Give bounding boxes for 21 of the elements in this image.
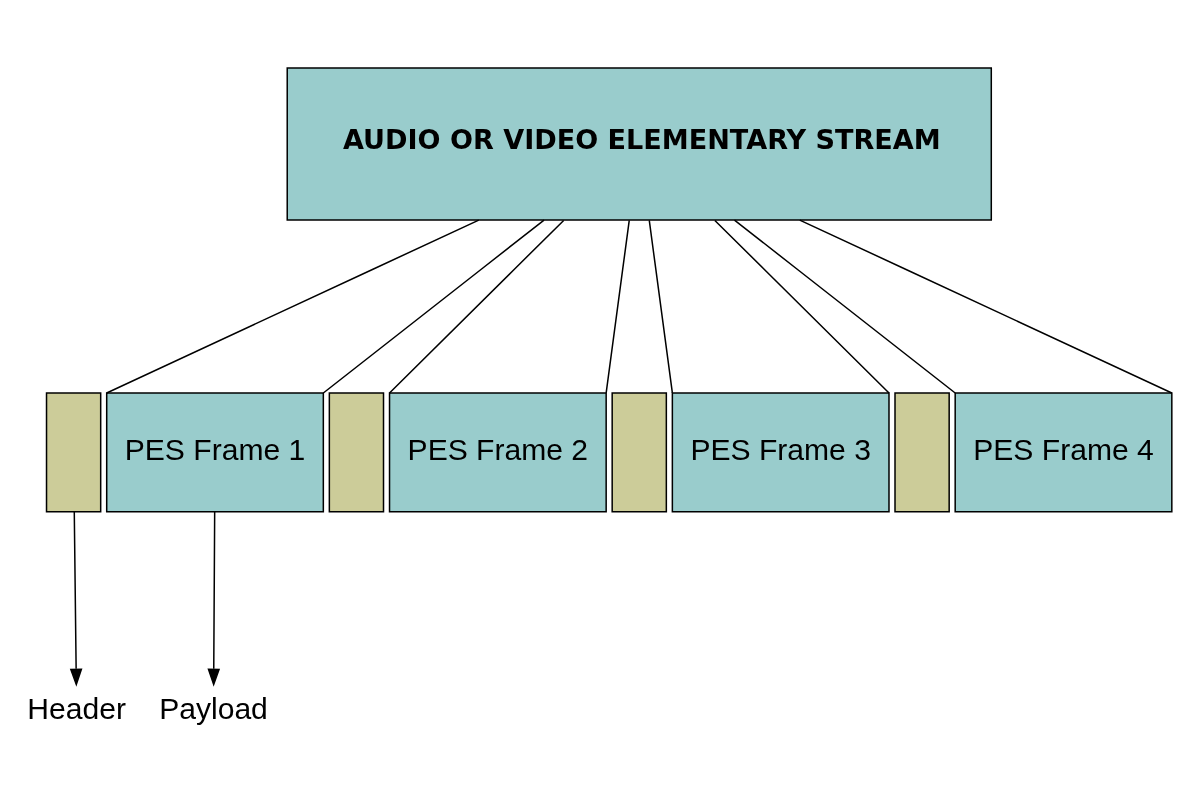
node-box: PES Frame 1 [105, 392, 325, 513]
node-text: Header [27, 692, 126, 726]
connector [605, 219, 630, 394]
connector [714, 219, 890, 394]
arrow [207, 511, 221, 687]
node-text: Payload [159, 692, 268, 726]
connector [733, 219, 956, 394]
connector [388, 219, 565, 394]
node-box [611, 392, 668, 513]
node-box: PES Frame 2 [388, 392, 607, 513]
node-box [328, 392, 385, 513]
node-box: PES Frame 3 [671, 392, 890, 513]
node-box [894, 392, 950, 513]
connector [105, 219, 480, 394]
arrow [69, 511, 83, 687]
connector [648, 219, 674, 394]
node-box: AUDIO OR VIDEO ELEMENTARY STREAM [286, 67, 993, 221]
connector [799, 219, 1173, 394]
connector [322, 219, 545, 394]
node-box: PES Frame 4 [954, 392, 1173, 513]
node-box [45, 392, 102, 513]
